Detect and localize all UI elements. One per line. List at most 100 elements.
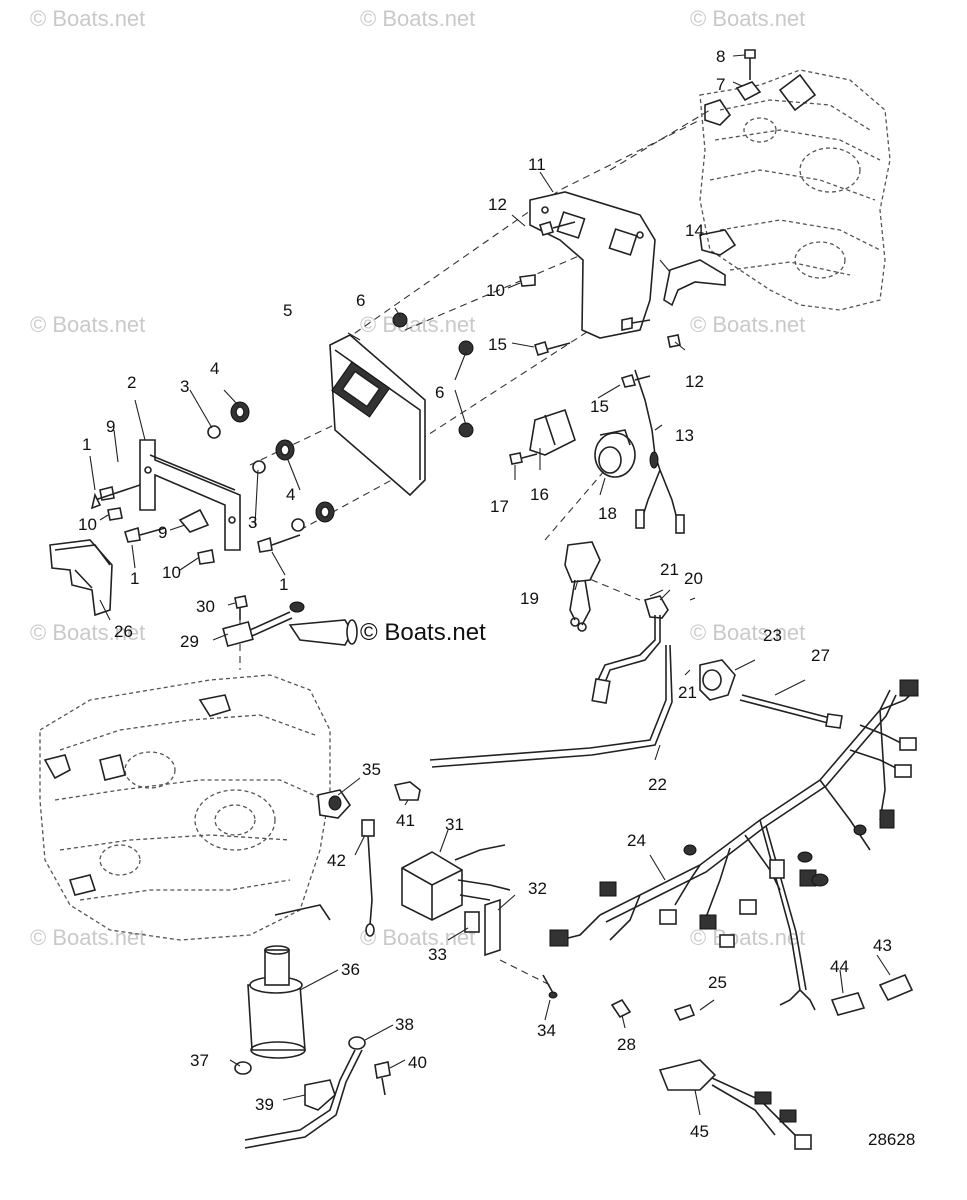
bracket-32: [484, 898, 501, 957]
callout-39: 39: [255, 1095, 274, 1114]
starter-motor: [247, 904, 331, 1059]
bracket-14: [663, 259, 726, 307]
bracket-16: [529, 408, 576, 456]
boot-center: [288, 619, 358, 646]
watermark-text: © Boats.net: [30, 925, 145, 950]
callout-5: 5: [283, 301, 292, 320]
ecm-module: [329, 334, 426, 497]
callout-42: 42: [327, 851, 346, 870]
callout-28: 28: [617, 1035, 636, 1054]
callout-16: 16: [530, 485, 549, 504]
callout-45: 45: [690, 1122, 709, 1141]
callout-14: 14: [685, 221, 704, 240]
cable-38: [244, 1036, 366, 1149]
engine-block-upper: [699, 69, 891, 311]
callout-38: 38: [395, 1015, 414, 1034]
callout-34: 34: [537, 1021, 556, 1040]
callout-2: 2: [127, 373, 136, 392]
callout-3: 3: [180, 377, 189, 396]
callout-37: 37: [190, 1051, 209, 1070]
callout-23: 23: [763, 626, 782, 645]
callout-20: 20: [684, 569, 703, 588]
callout-25: 25: [708, 973, 727, 992]
callout-6: 6: [356, 291, 365, 310]
callout-4: 4: [286, 485, 295, 504]
callout-9: 9: [106, 417, 115, 436]
callout-3: 3: [248, 513, 257, 532]
rectifier-31: [401, 844, 511, 921]
engine-block-lower: [39, 674, 331, 941]
harness-45: [658, 1059, 812, 1150]
callout-1: 1: [82, 435, 91, 454]
sensor-19: [564, 541, 601, 632]
coil-18: [594, 429, 636, 478]
cable-tie: [739, 694, 843, 729]
terminal-25: [673, 1004, 696, 1021]
sensor-29: [222, 601, 305, 648]
screw-34: [542, 974, 558, 999]
callout-22: 22: [648, 775, 667, 794]
leader-lines: [89, 54, 891, 1116]
callout-4: 4: [210, 359, 219, 378]
connector-43: [878, 973, 914, 1002]
callout-43: 43: [873, 936, 892, 955]
callout-13: 13: [675, 426, 694, 445]
callout-32: 32: [528, 879, 547, 898]
mounting-plate: [529, 191, 656, 339]
ecm-bracket: [139, 439, 241, 551]
callout-31: 31: [445, 815, 464, 834]
callout-1: 1: [279, 575, 288, 594]
callout-15: 15: [488, 335, 507, 354]
callout-6: 6: [435, 383, 444, 402]
callout-21: 21: [660, 560, 679, 579]
callout-35: 35: [362, 760, 381, 779]
cable-22: [429, 595, 673, 768]
watermark-text: © Boats.net: [360, 6, 475, 31]
callout-44: 44: [830, 957, 849, 976]
connector-44: [830, 992, 866, 1016]
lead-42: [361, 819, 375, 937]
diagram-number: 28628: [868, 1130, 915, 1149]
watermark-text: © Boats.net: [30, 620, 145, 645]
callout-21: 21: [678, 683, 697, 702]
callout-29: 29: [180, 632, 199, 651]
callout-labels: 8 7 11 12 14 10 15 12 15 13 16 17 18 19 …: [78, 47, 892, 1141]
callout-17: 17: [490, 497, 509, 516]
watermark-text: © Boats.net: [690, 6, 805, 31]
callout-12: 12: [685, 372, 704, 391]
callout-18: 18: [598, 504, 617, 523]
watermark-text: © Boats.net: [360, 925, 475, 950]
callout-11: 11: [528, 155, 546, 174]
callout-26: 26: [114, 622, 133, 641]
watermark-text: © Boats.net: [690, 620, 805, 645]
wire-sensor-13: [634, 369, 685, 534]
block-33: [464, 911, 480, 933]
grommets-and-washers: [207, 312, 474, 532]
callout-33: 33: [428, 945, 447, 964]
terminal-28: [610, 998, 632, 1019]
callout-30: 30: [196, 597, 215, 616]
callout-36: 36: [341, 960, 360, 979]
callout-9: 9: [158, 523, 167, 542]
watermark-text: © Boats.net: [30, 6, 145, 31]
callout-10: 10: [78, 515, 97, 534]
callout-24: 24: [627, 831, 646, 850]
callout-7: 7: [716, 75, 725, 94]
callout-8: 8: [716, 47, 725, 66]
spark-plug: [393, 781, 421, 801]
fasteners: [90, 49, 762, 620]
callout-10: 10: [162, 563, 181, 582]
bolt-40: [374, 1061, 391, 1096]
callout-10: 10: [486, 281, 505, 300]
watermark-text: © Boats.net: [30, 312, 145, 337]
callout-1: 1: [130, 569, 139, 588]
callout-15: 15: [590, 397, 609, 416]
callout-41: 41: [396, 811, 415, 830]
connector-cover: [49, 539, 113, 617]
callout-19: 19: [520, 589, 539, 608]
sensor-35: [317, 789, 352, 819]
boot-23: [699, 659, 736, 701]
clamp-39: [304, 1079, 336, 1111]
